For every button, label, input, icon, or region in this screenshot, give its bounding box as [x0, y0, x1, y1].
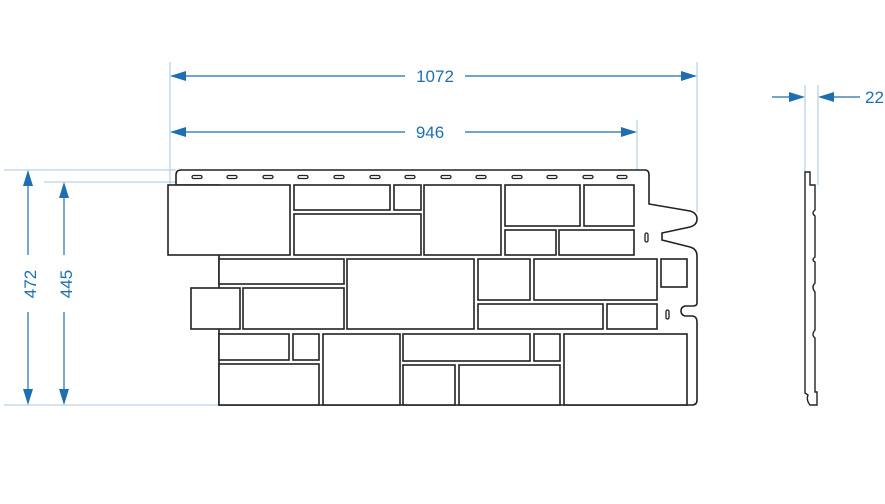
dimension-useful-width: 946 — [170, 123, 637, 142]
useful-width-label: 946 — [416, 123, 444, 142]
dimension-total-width: 1072 — [170, 67, 697, 86]
nail-slots — [191, 174, 670, 320]
total-width-label: 1072 — [416, 67, 454, 86]
dimension-thickness: 22 — [772, 88, 884, 107]
thickness-label: 22 — [865, 88, 884, 107]
dimension-total-height: 472 — [21, 170, 40, 405]
side-profile — [804, 171, 818, 406]
dimension-useful-height: 445 — [57, 182, 76, 405]
total-height-label: 472 — [21, 270, 40, 298]
stone-blocks — [167, 184, 688, 406]
useful-height-label: 445 — [57, 270, 76, 298]
